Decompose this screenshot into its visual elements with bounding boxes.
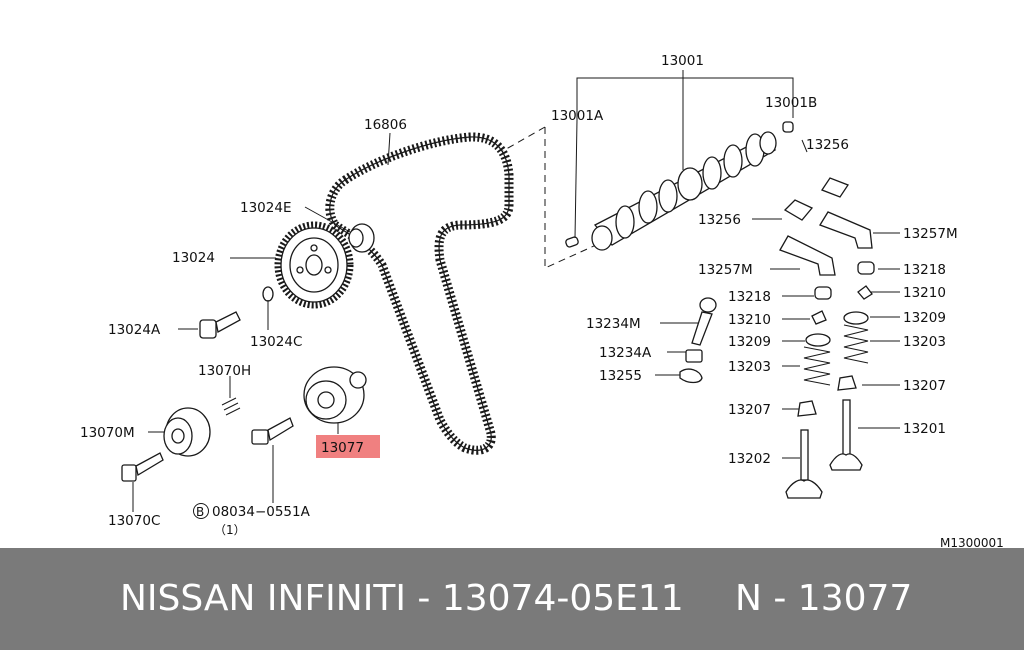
tensioner-bolt (251, 417, 294, 445)
diagram-code: M1300001 (940, 536, 1004, 548)
footer-diagram-ref: N - 13077 (735, 578, 913, 619)
label-13001B: 13001B (765, 95, 817, 111)
label-13070M: 13070M (80, 425, 135, 441)
label-13203-left: 13203 (728, 359, 771, 375)
bolt-symbol-circle (193, 503, 209, 519)
spring-retainer-right (843, 311, 869, 325)
label-bolt-qty: （1） (214, 523, 246, 537)
label-13024E: 13024E (240, 200, 291, 216)
label-13070C: 13070C (108, 513, 160, 529)
valve-seal-left (797, 400, 817, 417)
intake-valve (829, 399, 863, 471)
sprocket-washer-e (348, 223, 375, 253)
camshaft-plug (782, 121, 794, 133)
reference-dashed-outline (544, 127, 626, 269)
camshaft-bolt (199, 311, 241, 339)
camshaft (591, 131, 777, 251)
label-13077: 13077 (321, 440, 364, 456)
rocker-clip-lower (783, 199, 814, 221)
parts-diagram: 13001 13001A 13001B 16806 13256 13024E 1… (80, 53, 1004, 548)
label-13024C: 13024C (250, 334, 302, 350)
adjusting-screw (691, 297, 717, 346)
label-13218-left: 13218 (728, 289, 771, 305)
label-13255: 13255 (599, 368, 642, 384)
collet-right (857, 285, 873, 300)
label-bolt-part: 08034−0551A (212, 504, 311, 520)
rocker-arm-lower (779, 235, 836, 276)
label-13256-lower: 13256 (698, 212, 741, 228)
bolt-symbol-letter: B (196, 505, 204, 519)
exhaust-valve (785, 429, 823, 499)
label-13024: 13024 (172, 250, 215, 266)
valve-seal-right (837, 375, 857, 391)
label-13203-right: 13203 (903, 334, 946, 350)
label-13001A: 13001A (551, 108, 604, 124)
label-13202: 13202 (728, 451, 771, 467)
lash-adjuster-right (857, 261, 875, 275)
label-13001: 13001 (661, 53, 704, 69)
label-13209-right: 13209 (903, 310, 946, 326)
adjusting-nut (685, 349, 703, 363)
label-13257M-right: 13257M (903, 226, 958, 242)
label-13257M-left: 13257M (698, 262, 753, 278)
label-13210-left: 13210 (728, 312, 771, 328)
lock-washer (679, 368, 703, 384)
label-13256-upper: 13256 (806, 137, 849, 153)
label-13218-right: 13218 (903, 262, 946, 278)
tensioner-spring (221, 397, 241, 416)
rocker-clip-upper (821, 177, 849, 198)
highlight-13077 (316, 435, 380, 458)
label-13207-right: 13207 (903, 378, 946, 394)
washer-c (262, 286, 274, 302)
camshaft-pin (565, 236, 579, 248)
camshaft-sprocket (274, 221, 354, 309)
label-16806: 16806 (364, 117, 407, 133)
label-13234A: 13234A (599, 345, 652, 361)
valve-spring-right (843, 324, 869, 364)
label-13070H: 13070H (198, 363, 251, 379)
collet-left (811, 310, 827, 325)
rocker-arm-upper (819, 211, 873, 249)
idler-pulley (163, 407, 211, 457)
label-13234M: 13234M (586, 316, 641, 332)
idler-bolt (121, 452, 164, 482)
label-13201: 13201 (903, 421, 946, 437)
label-13210-right: 13210 (903, 285, 946, 301)
label-13024A: 13024A (108, 322, 161, 338)
lash-adjuster-left (814, 286, 832, 300)
label-13207-left: 13207 (728, 402, 771, 418)
valve-spring-left (803, 346, 831, 386)
spring-retainer-left (805, 333, 831, 347)
tensioner-pulley (303, 366, 367, 424)
leader-lines (132, 70, 900, 512)
footer-part-number: NISSAN INFINITI - 13074-05E11 (120, 578, 684, 619)
footer-banner: NISSAN INFINITI - 13074-05E11 N - 13077 (0, 548, 1024, 650)
label-13209-left: 13209 (728, 334, 771, 350)
